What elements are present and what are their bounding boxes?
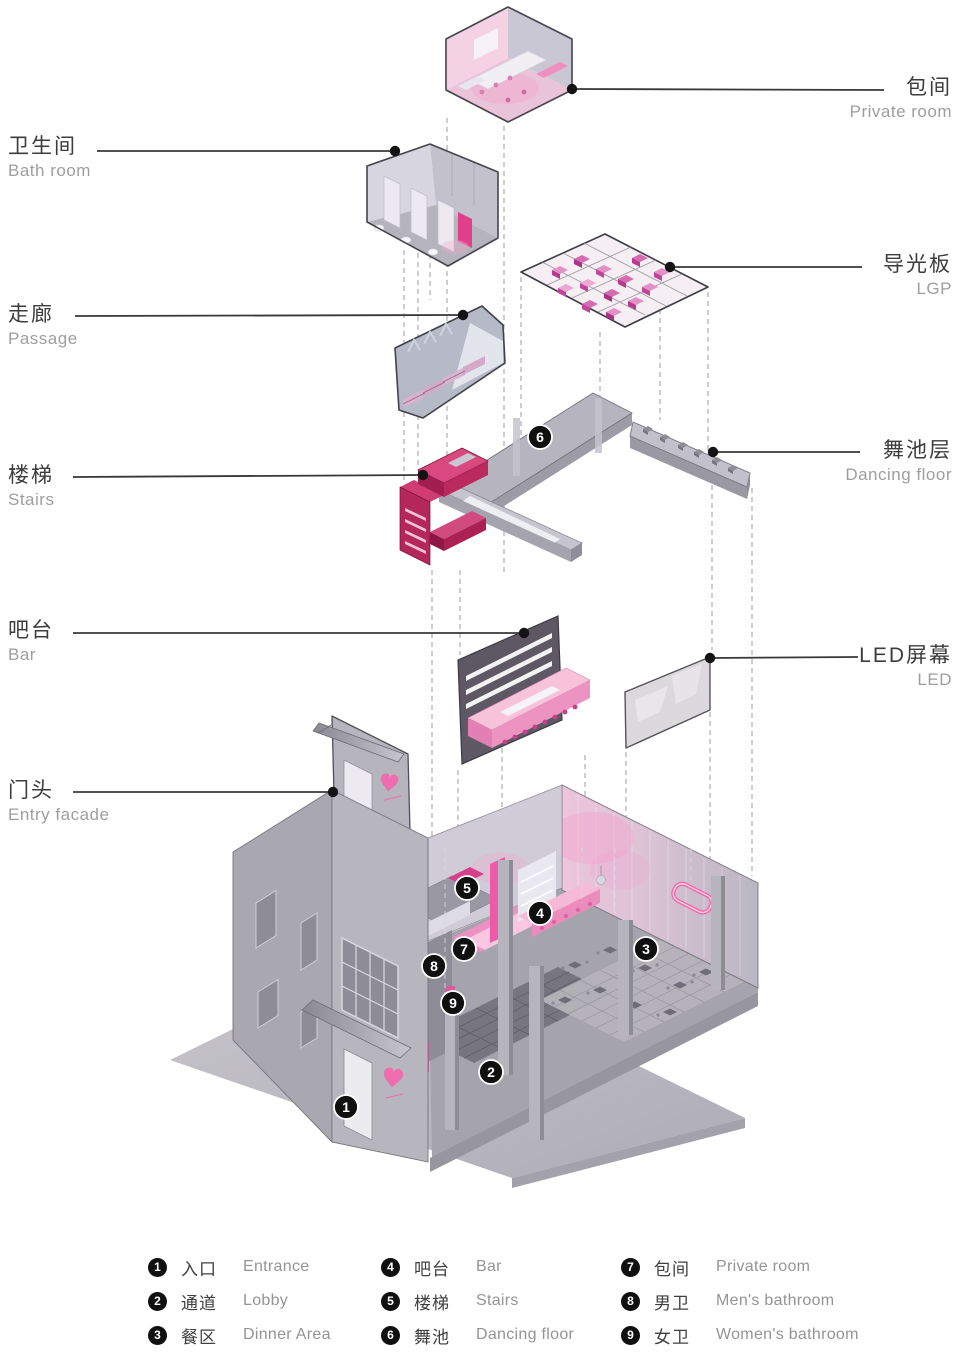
dining-tables bbox=[551, 945, 713, 1017]
passage-steps bbox=[402, 356, 485, 408]
bar-model bbox=[457, 615, 591, 765]
passage-chevrons bbox=[407, 321, 453, 353]
leader-lines bbox=[72, 88, 885, 793]
callout-stairs: 楼梯 Stairs bbox=[8, 463, 54, 511]
callout-dancing-floor: 舞池层 Dancing floor bbox=[845, 438, 952, 486]
callout-private-room-zh: 包间 bbox=[906, 76, 952, 99]
callout-stairs-zh: 楼梯 bbox=[8, 464, 54, 487]
callout-led-en: LED bbox=[917, 670, 952, 690]
private-room-model bbox=[445, 6, 573, 123]
callout-passage: 走廊 Passage bbox=[8, 302, 78, 350]
lgp-led-clusters bbox=[552, 254, 670, 321]
legend-badge-7: 7 bbox=[621, 1257, 640, 1277]
badge-7: 7 bbox=[460, 941, 468, 957]
legend-item-mens-bathroom: 8 男卫 Men's bathroom bbox=[621, 1284, 908, 1318]
legend-badge-5: 5 bbox=[381, 1291, 400, 1311]
badge-9: 9 bbox=[449, 995, 457, 1011]
callout-passage-en: Passage bbox=[8, 329, 78, 349]
legend-zh-stairs: 楼梯 bbox=[414, 1293, 450, 1313]
legend-item-dinner-area: 3 餐区 Dinner Area bbox=[148, 1318, 381, 1352]
legend-en-stairs: Stairs bbox=[476, 1292, 519, 1309]
legend-zh-bar: 吧台 bbox=[414, 1259, 450, 1279]
legend-zh-lobby: 通道 bbox=[181, 1293, 217, 1313]
building-facade bbox=[232, 789, 429, 1163]
legend-en-womens-bathroom: Women's bathroom bbox=[716, 1326, 859, 1343]
legend-item-bar: 4 吧台 Bar bbox=[381, 1250, 621, 1284]
badge-1: 1 bbox=[342, 1099, 350, 1115]
legend-en-mens-bathroom: Men's bathroom bbox=[716, 1292, 835, 1309]
projection-guides-overlay bbox=[444, 848, 692, 1005]
lgp-panel-model bbox=[520, 233, 709, 328]
callout-lgp-zh: 导光板 bbox=[883, 253, 952, 276]
callout-lgp: 导光板 LGP bbox=[883, 252, 952, 300]
callout-bar: 吧台 Bar bbox=[8, 618, 54, 666]
number-badges: 1 2 3 4 5 6 7 8 9 bbox=[333, 424, 659, 1120]
callout-bar-zh: 吧台 bbox=[8, 619, 54, 642]
callout-entry-facade: 门头 Entry facade bbox=[8, 778, 109, 826]
legend-item-dancing-floor: 6 舞池 Dancing floor bbox=[381, 1318, 621, 1352]
callout-bathroom-zh: 卫生间 bbox=[8, 135, 77, 158]
legend-en-lobby: Lobby bbox=[243, 1292, 289, 1309]
callout-bar-en: Bar bbox=[8, 645, 36, 665]
legend-item-private-room: 7 包间 Private room bbox=[621, 1250, 908, 1284]
legend-zh-entrance: 入口 bbox=[181, 1259, 217, 1279]
legend-zh-womens-bathroom: 女卫 bbox=[654, 1327, 690, 1347]
legend: 1 入口 Entrance 2 通道 Lobby 3 餐区 Dinner Are… bbox=[148, 1250, 908, 1352]
legend-item-womens-bathroom: 9 女卫 Women's bathroom bbox=[621, 1318, 908, 1352]
leader-dots bbox=[327, 83, 719, 798]
callout-bathroom: 卫生间 Bath room bbox=[8, 134, 91, 182]
callout-entry-facade-en: Entry facade bbox=[8, 805, 110, 825]
legend-badge-8: 8 bbox=[621, 1291, 640, 1311]
dancing-floor-model bbox=[438, 392, 751, 562]
led-screen-model bbox=[624, 656, 711, 749]
callout-bathroom-en: Bath room bbox=[8, 161, 91, 181]
legend-badge-1: 1 bbox=[148, 1257, 167, 1277]
legend-item-entrance: 1 入口 Entrance bbox=[148, 1250, 381, 1284]
legend-zh-dinner-area: 餐区 bbox=[181, 1327, 217, 1347]
badge-5: 5 bbox=[463, 880, 471, 896]
passage-model bbox=[394, 305, 506, 419]
badge-6: 6 bbox=[536, 429, 544, 445]
legend-en-entrance: Entrance bbox=[243, 1258, 310, 1275]
legend-badge-6: 6 bbox=[381, 1325, 400, 1345]
neon-sign bbox=[671, 881, 714, 915]
legend-en-private-room: Private room bbox=[716, 1258, 811, 1275]
legend-item-lobby: 2 通道 Lobby bbox=[148, 1284, 381, 1318]
legend-badge-9: 9 bbox=[621, 1325, 640, 1345]
legend-zh-private-room: 包间 bbox=[654, 1259, 690, 1279]
legend-badge-4: 4 bbox=[381, 1257, 400, 1277]
callout-dancing-floor-zh: 舞池层 bbox=[883, 439, 952, 462]
legend-en-dinner-area: Dinner Area bbox=[243, 1326, 331, 1343]
callout-lgp-en: LGP bbox=[916, 279, 952, 299]
building-model bbox=[170, 784, 759, 1188]
callout-private-room-en: Private room bbox=[849, 102, 952, 122]
legend-item-stairs: 5 楼梯 Stairs bbox=[381, 1284, 621, 1318]
callout-led: LED屏幕 LED bbox=[859, 643, 952, 691]
callout-stairs-en: Stairs bbox=[8, 490, 55, 510]
badge-4: 4 bbox=[536, 905, 544, 921]
bathroom-model bbox=[366, 143, 499, 267]
badge-8: 8 bbox=[430, 958, 438, 974]
badge-2: 2 bbox=[487, 1064, 495, 1080]
callout-private-room: 包间 Private room bbox=[850, 75, 952, 123]
legend-zh-dancing-floor: 舞池 bbox=[414, 1327, 450, 1347]
legend-badge-3: 3 bbox=[148, 1325, 167, 1345]
legend-zh-mens-bathroom: 男卫 bbox=[654, 1293, 690, 1313]
legend-badge-2: 2 bbox=[148, 1291, 167, 1311]
legend-en-dancing-floor: Dancing floor bbox=[476, 1326, 575, 1343]
callout-led-zh: LED屏幕 bbox=[859, 644, 952, 667]
callout-entry-facade-zh: 门头 bbox=[8, 779, 54, 802]
badge-3: 3 bbox=[642, 941, 650, 957]
dancing-floor-props bbox=[643, 426, 738, 474]
callout-dancing-floor-en: Dancing floor bbox=[845, 465, 952, 485]
legend-en-bar: Bar bbox=[476, 1258, 502, 1275]
callout-passage-zh: 走廊 bbox=[8, 303, 54, 326]
